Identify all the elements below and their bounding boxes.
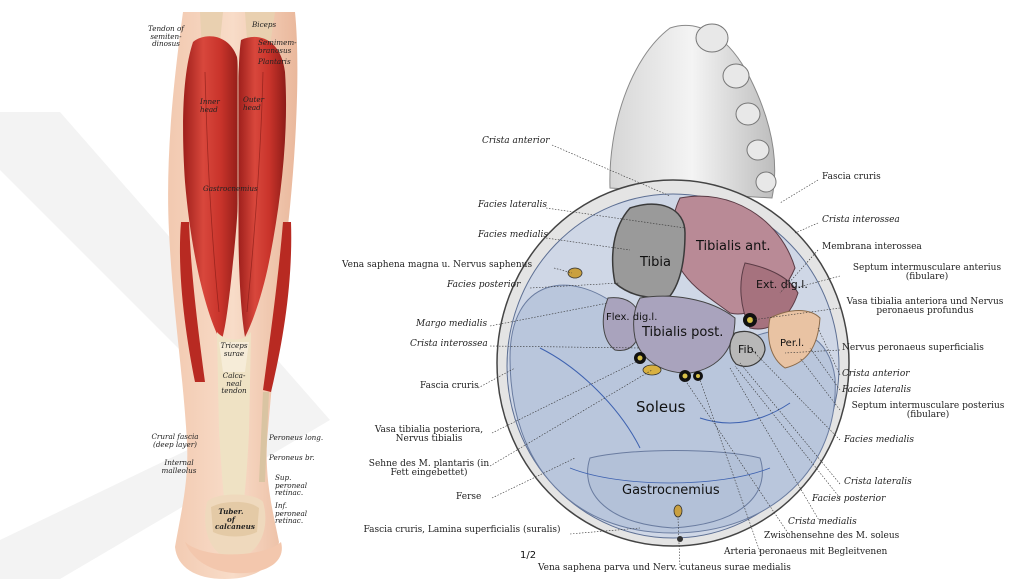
label-peroneus-long: Peroneus long.	[269, 434, 323, 442]
label-inner-head: Inner head	[200, 98, 228, 113]
label-tuber-calcaneus: Tuber. of calcaneus	[215, 508, 247, 531]
label-margo-medialis: Margo medialis	[416, 320, 487, 329]
inner-label-gastrocnemius: Gastrocnemius	[622, 483, 720, 498]
label-facies-lateralis-left: Facies lateralis	[478, 201, 547, 210]
label-septum-posterius: Septum intermusculare posterius (fibular…	[842, 402, 1014, 421]
label-facies-medialis-left: Facies medialis	[478, 231, 548, 240]
label-crista-anterior-left: Crista anterior	[482, 137, 550, 146]
label-inf-peroneal-retinac: Inf. peroneal retinac.	[275, 502, 309, 525]
label-vasa-tibialia-posteriora: Vasa tibialia posteriora, Nervus tibiali…	[366, 426, 492, 445]
label-crista-interossea-right: Crista interossea	[822, 216, 900, 225]
label-nervus-peronaeus-superficialis: Nervus peronaeus superficialis	[842, 344, 984, 353]
label-fascia-cruris-left: Fascia cruris	[420, 382, 479, 391]
label-sup-peroneal-retinac: Sup. peroneal retinac.	[275, 474, 309, 497]
posterior-leg-illustration: Tendon of semiten- dinosus Biceps Semime…	[145, 12, 340, 579]
inner-label-fib: Fib.	[738, 343, 757, 356]
label-triceps-surae: Triceps surae	[219, 342, 249, 357]
inner-label-soleus: Soleus	[636, 398, 686, 416]
label-arteria-peronaeus: Arteria peronaeus mit Begleitvenen	[724, 548, 887, 557]
label-crural-fascia: Crural fascia (deep layer)	[149, 433, 201, 448]
label-peroneus-br: Peroneus br.	[269, 454, 315, 462]
label-vena-saphena-magna: Vena saphena magna u. Nervus saphenus	[342, 261, 532, 270]
inner-label-tibialis-post: Tibialis post.	[641, 325, 723, 340]
label-membrana-interossea: Membrana interossea	[822, 243, 922, 252]
label-zwischensehne: Zwischensehne des M. soleus	[764, 532, 899, 541]
inner-label-scale: 1/2	[520, 550, 536, 561]
leg-cross-section-illustration: Tibia Tibialis ant. Ext. dig.l. Flex. di…	[340, 18, 1014, 579]
label-biceps: Biceps	[252, 21, 276, 29]
label-crista-interossea-left: Crista interossea	[410, 340, 488, 349]
label-vena-saphena-parva: Vena saphena parva und Nerv. cutaneus su…	[538, 564, 791, 573]
label-facies-lateralis-right: Facies lateralis	[842, 386, 911, 395]
label-facies-medialis-right: Facies medialis	[844, 436, 914, 445]
label-semimembranosus: Semimem- branosus	[258, 39, 298, 54]
label-sehne-plantaris: Sehne des M. plantaris (in Fett eingebet…	[366, 460, 492, 479]
label-tendon-semitendinosus: Tendon of semiten- dinosus	[147, 25, 185, 48]
label-facies-posterior-left: Facies posterior	[447, 281, 520, 290]
label-ferse: Ferse	[456, 493, 481, 502]
label-calcaneal-tendon: Calca- neal tendon	[219, 372, 249, 395]
inner-label-tibialis-ant: Tibialis ant.	[695, 239, 771, 254]
label-septum-anterius: Septum intermusculare anterius (fibulare…	[842, 264, 1012, 283]
label-fascia-cruris-lamina: Fascia cruris, Lamina superficialis (sur…	[354, 526, 570, 535]
label-crista-anterior-right: Crista anterior	[842, 370, 910, 379]
label-plantaris: Plantaris	[258, 58, 291, 66]
inner-label-ext-dig: Ext. dig.l.	[756, 278, 808, 291]
label-crista-lateralis: Crista lateralis	[844, 478, 912, 487]
label-gastrocnemius: Gastrocnemius	[203, 185, 258, 193]
inner-label-tibia: Tibia	[639, 255, 671, 270]
inner-label-flex-dig: Flex. dig.l.	[606, 312, 657, 323]
label-crista-medialis: Crista medialis	[788, 518, 857, 527]
label-outer-head: Outer head	[243, 96, 271, 111]
inner-label-per-l: Per.l.	[780, 338, 804, 349]
label-facies-posterior-right: Facies posterior	[812, 495, 885, 504]
label-internal-malleolus: Internal malleolus	[159, 459, 199, 474]
label-fascia-cruris-right: Fascia cruris	[822, 173, 881, 182]
label-vasa-tibialia-anteriora: Vasa tibialia anteriora und Nervus peron…	[840, 298, 1010, 317]
